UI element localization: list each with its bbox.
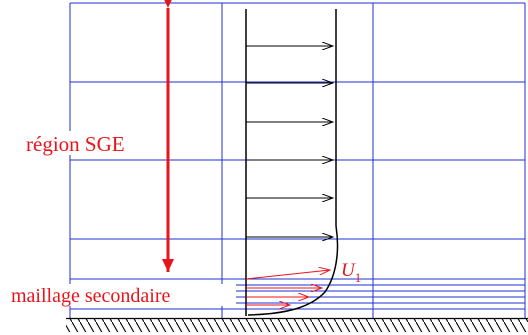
u1-label: U1 <box>341 260 361 285</box>
u1-subscript: 1 <box>355 270 362 285</box>
secondary-mesh-label: maillage secondaire <box>11 285 170 307</box>
profile-wall-curve <box>247 225 339 316</box>
region-label: région SGE <box>26 132 125 156</box>
u1-arrow <box>245 270 330 280</box>
velocity-arrows <box>246 46 333 237</box>
velocity-profile <box>245 9 339 316</box>
region-label-bg <box>22 131 157 155</box>
secondary-label-bg <box>8 284 236 306</box>
u1-symbol: U <box>341 260 356 281</box>
wall-velocity-arrows <box>246 288 322 305</box>
wall-hatch <box>66 319 528 332</box>
